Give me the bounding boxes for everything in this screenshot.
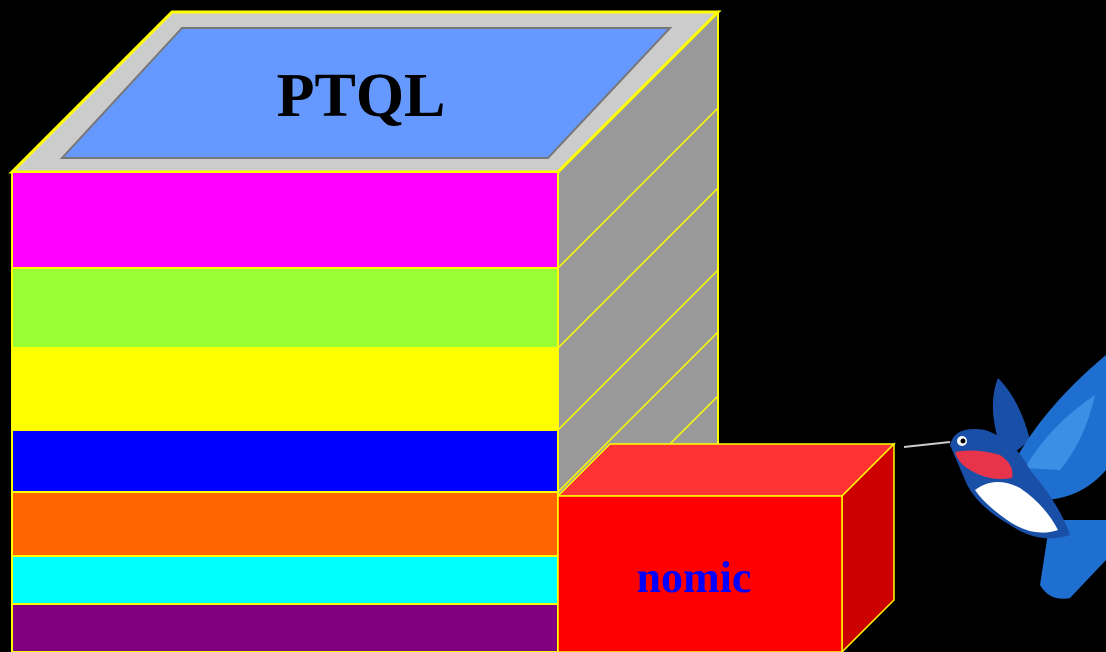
tower-layer <box>11 171 559 269</box>
tower-top-panel <box>59 27 673 159</box>
tower-side-line <box>557 331 719 493</box>
hummingbird-icon <box>903 355 1106 599</box>
bird-tail <box>1040 520 1106 599</box>
nomic-box-front <box>557 495 843 652</box>
tower-layer <box>11 603 559 652</box>
bird-throat <box>955 450 1013 479</box>
bird-beak <box>903 441 951 448</box>
tower-layers <box>11 171 559 652</box>
tower-title: PTQL <box>276 62 446 130</box>
nomic-box-label: nomic <box>636 553 752 602</box>
tower-layer <box>11 491 559 557</box>
tower-layer <box>11 267 559 349</box>
nomic-box-top <box>556 443 896 497</box>
tower-layer <box>11 429 559 493</box>
bird-belly <box>975 481 1058 533</box>
tower-side-line <box>557 187 719 349</box>
tower-layer <box>11 347 559 431</box>
bird-pupil <box>960 438 966 444</box>
tower-side-line <box>557 269 719 431</box>
bird-wing-highlight <box>1025 395 1095 470</box>
tower-side-line <box>557 107 719 269</box>
tower-layer <box>11 555 559 605</box>
